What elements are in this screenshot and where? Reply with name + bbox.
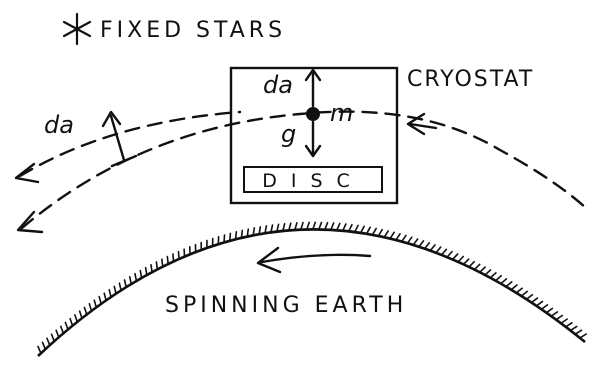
earth-hatch-mark	[407, 237, 411, 243]
earth-hatch-mark	[390, 232, 394, 238]
spinning-earth-label: SPINNING EARTH	[165, 293, 407, 318]
earth-hatch-mark	[130, 277, 131, 284]
earth-hatch-mark	[173, 254, 174, 261]
earth-hatch-mark	[146, 268, 147, 275]
earth-hatch-mark	[575, 330, 581, 334]
earth-hatch-mark	[402, 235, 406, 241]
earth-hatch-mark	[56, 330, 59, 337]
earth-hatch-mark	[541, 305, 547, 309]
earth-hatch-mark	[65, 323, 68, 330]
earth-hatch-mark	[419, 241, 424, 247]
earth-hatch-mark	[89, 304, 91, 311]
cryostat-label: CRYOSTAT	[407, 67, 534, 92]
gravity-label: g	[281, 120, 296, 148]
earth-hatch-mark	[236, 232, 237, 239]
mass-label: m	[330, 99, 353, 127]
earth-hatch-mark	[566, 323, 572, 327]
earth-hatch-mark	[119, 283, 121, 290]
earth-hatch-mark	[501, 279, 507, 284]
earth-hatch-mark	[546, 308, 552, 312]
earth-hatch-mark	[485, 270, 490, 275]
earth-hatch-mark	[453, 254, 458, 259]
earth-hatch-mark	[162, 259, 163, 266]
earth-hatch-mark	[556, 315, 562, 319]
earth-hatch-mark	[253, 228, 254, 235]
earth-hatch-mark	[47, 338, 50, 345]
earth-hatch-mark	[496, 276, 502, 281]
earth-hatch-mark	[156, 262, 157, 269]
earth-hatch-mark	[384, 231, 388, 237]
earth-hatch-mark	[464, 259, 469, 264]
earth-hatch-mark	[430, 245, 435, 251]
earth-hatch-mark	[114, 286, 116, 293]
earth-hatch-mark	[396, 234, 400, 240]
earth-hatch-mark	[480, 267, 485, 272]
earth-hatch-mark	[42, 342, 45, 349]
earth-hatch-mark	[474, 264, 479, 269]
da-box-label: da	[263, 71, 293, 99]
earth-hatch-mark	[109, 290, 111, 297]
earth-hatch-mark	[61, 326, 64, 333]
earth-hatch-mark	[125, 280, 127, 287]
earth-hatch-mark	[436, 247, 441, 253]
earth-hatch-mark	[561, 319, 567, 323]
earth-hatch-mark	[247, 229, 248, 236]
earth-hatch-mark	[506, 282, 512, 287]
earth-hatch-mark	[580, 334, 586, 338]
earth-hatching	[38, 222, 586, 353]
earth-hatch-mark	[469, 262, 474, 267]
earth-hatch-mark	[526, 295, 532, 300]
da-left-label: da	[44, 111, 74, 139]
earth-hatch-mark	[536, 301, 542, 305]
fixed-stars-label: FIXED STARS	[100, 18, 286, 43]
gravity-down-arrow-icon	[306, 122, 320, 156]
earth-hatch-mark	[70, 319, 72, 326]
disc-label: DISC	[262, 170, 364, 192]
star-icon	[64, 14, 90, 44]
earth-hatch-mark	[413, 239, 417, 245]
earth-hatch-mark	[84, 307, 86, 314]
earth-hatch-mark	[80, 311, 82, 318]
earth-hatch-mark	[151, 265, 152, 272]
earth-hatch-mark	[140, 271, 141, 278]
earth-hatch-mark	[178, 252, 179, 259]
earth-rotation-arrow-icon	[258, 248, 370, 272]
earth-hatch-mark	[447, 252, 452, 258]
earth-hatch-mark	[570, 326, 576, 330]
earth-hatch-mark	[516, 288, 522, 293]
earth-hatch-mark	[458, 257, 463, 262]
earth-hatch-mark	[75, 315, 77, 322]
earth-hatch-mark	[94, 300, 96, 307]
earth-hatch-mark	[104, 293, 106, 300]
earth-hatch-mark	[425, 243, 430, 249]
earth-hatch-mark	[167, 257, 168, 264]
earth-hatch-mark	[441, 249, 446, 255]
earth-hatch-mark	[135, 274, 136, 281]
earth-hatch-mark	[490, 273, 496, 278]
mass-dot	[306, 107, 320, 121]
earth-hatch-mark	[551, 312, 557, 316]
earth-hatch-mark	[241, 230, 242, 237]
earth-hatch-mark	[230, 233, 231, 240]
da-box-up-arrow-icon	[306, 70, 320, 106]
earth-hatch-mark	[521, 291, 527, 296]
earth-hatch-mark	[99, 297, 101, 304]
earth-hatch-mark	[38, 346, 41, 353]
earth-hatch-mark	[511, 285, 517, 290]
earth-hatch-mark	[52, 334, 55, 341]
earth-hatch-mark	[531, 298, 537, 302]
da-up-arrow-icon	[103, 112, 136, 166]
